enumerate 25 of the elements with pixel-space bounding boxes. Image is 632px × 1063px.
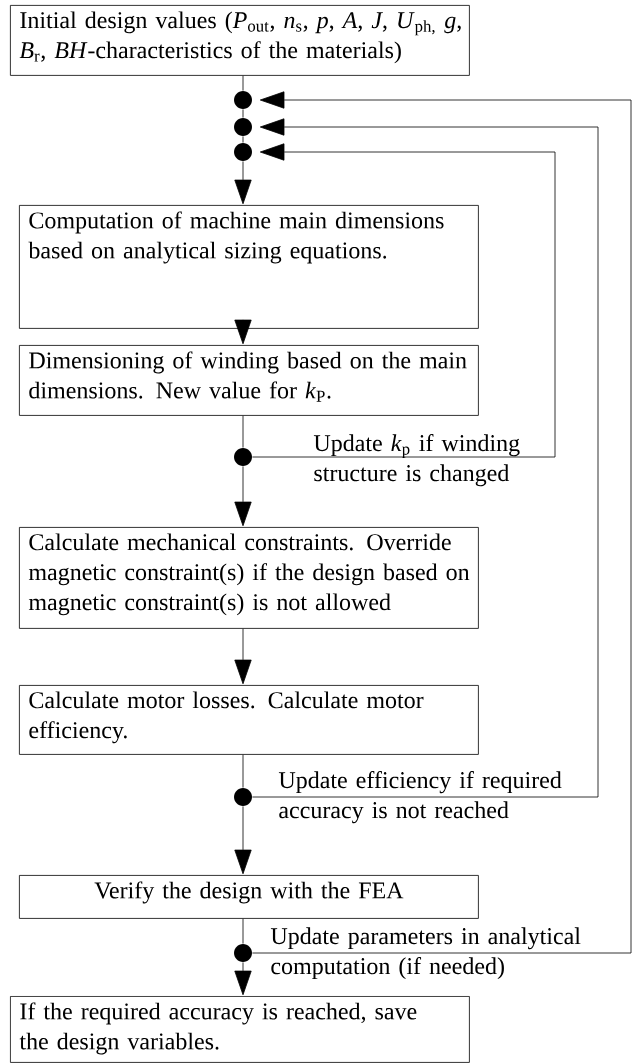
junction-dot [234,788,252,806]
arrow [252,143,556,458]
arrow [252,118,599,798]
arrow [234,628,252,685]
junction-dot [234,91,252,109]
junction-dot [234,118,252,136]
arrow [234,962,252,996]
arrow [234,806,252,875]
process-box: Computation of machine main dimensions based on analytical sizing equations. [19,205,479,329]
process-box: Dimensioning of winding based on the main dimensions. New value for k$_{P}$. [19,345,479,416]
edge-label: Update efficiency if required accuracy is not reached [278,771,562,824]
process-box: Verify the design with the FEA [19,875,479,919]
arrow [234,161,252,205]
junction-dot [234,143,252,161]
edge-label: Update parameters in analytical computation (if needed) [270,927,581,980]
process-box: Calculate mechanical constraints. Override magnetic constraint(s) if the design based on magnetic constraint(s) is not allowed [19,527,479,629]
arrow [234,319,252,345]
process-box: Calculate motor losses. Calculate motor efficiency. [19,685,479,755]
arrow [234,466,252,527]
junction-dot [234,944,252,962]
edge-label: Update k$_{p}$ if winding structure is changed [313,434,520,487]
arrow [252,91,632,954]
process-box: If the required accuracy is reached, save the design variables. [10,996,470,1063]
junction-dot [234,448,252,466]
process-box: Initial design values (P$_{out}$, n$_{s}$, p, A, J, U$_{ph,}$ g, B$_{r}$, BH-characteristics of the materials) [10,5,470,76]
